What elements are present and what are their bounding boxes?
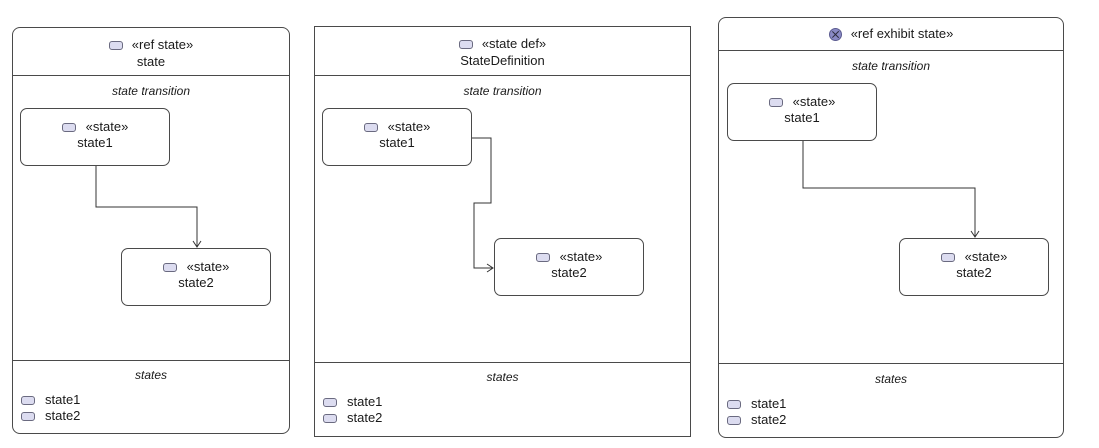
list-item[interactable]: state1 xyxy=(323,394,382,410)
state-icon xyxy=(162,262,177,272)
states-title: states xyxy=(134,368,167,382)
list-item[interactable]: state1 xyxy=(21,392,80,408)
state-def-panel[interactable]: «state def» StateDefinition state transi… xyxy=(314,26,691,437)
node-name: state1 xyxy=(77,135,113,150)
state-icon xyxy=(727,399,741,409)
panel-name: state xyxy=(136,53,166,69)
panel-stereotype: «ref state» xyxy=(131,37,194,52)
state-icon xyxy=(458,39,473,49)
list-item[interactable]: state2 xyxy=(323,410,382,426)
node-stereotype: «state» xyxy=(964,249,1008,264)
section-title: state transition xyxy=(851,59,931,73)
list-item[interactable]: state2 xyxy=(21,408,80,424)
states-list: state1 state2 xyxy=(727,396,786,428)
state-node-state1[interactable]: «state» state1 xyxy=(322,108,472,166)
state-icon xyxy=(323,397,337,407)
list-item-label: state1 xyxy=(45,392,81,407)
state-icon xyxy=(108,40,123,50)
state-node-state2[interactable]: «state» state2 xyxy=(494,238,644,296)
panel-header: «ref exhibit state» xyxy=(719,18,1063,51)
list-item-label: state2 xyxy=(751,412,787,427)
section-divider xyxy=(719,363,1063,364)
node-name: state2 xyxy=(551,265,587,280)
section-title: state transition xyxy=(463,84,542,98)
state-node-state2[interactable]: «state» state2 xyxy=(121,248,271,306)
section-divider xyxy=(13,360,289,361)
exhibit-state-icon xyxy=(828,27,842,41)
node-stereotype: «state» xyxy=(85,119,129,134)
state-icon xyxy=(768,97,783,107)
state-icon xyxy=(363,122,378,132)
list-item-label: state1 xyxy=(751,396,787,411)
node-stereotype: «state» xyxy=(387,119,431,134)
state-icon xyxy=(940,252,955,262)
state-icon xyxy=(21,395,35,405)
states-title: states xyxy=(486,370,519,384)
node-stereotype: «state» xyxy=(792,94,836,109)
transition-edge[interactable] xyxy=(719,18,1065,439)
state-icon xyxy=(727,415,741,425)
transition-edge[interactable] xyxy=(13,28,291,435)
states-list: state1 state2 xyxy=(323,394,382,426)
list-item[interactable]: state1 xyxy=(727,396,786,412)
node-stereotype: «state» xyxy=(186,259,230,274)
panel-name: StateDefinition xyxy=(460,52,545,68)
section-divider xyxy=(315,362,690,363)
panel-stereotype: «state def» xyxy=(481,36,547,51)
state-node-state1[interactable]: «state» state1 xyxy=(20,108,170,166)
ref-exhibit-state-panel[interactable]: «ref exhibit state» state transition «st… xyxy=(718,17,1064,438)
node-name: state1 xyxy=(784,110,820,125)
state-node-state1[interactable]: «state» state1 xyxy=(727,83,877,141)
section-title: state transition xyxy=(111,84,191,98)
state-icon xyxy=(323,413,337,423)
node-name: state1 xyxy=(379,135,415,150)
list-item-label: state2 xyxy=(45,408,81,423)
panel-stereotype: «ref exhibit state» xyxy=(850,26,954,41)
transition-edge[interactable] xyxy=(315,27,692,438)
state-icon xyxy=(21,411,35,421)
states-list: state1 state2 xyxy=(21,392,80,424)
list-item-label: state2 xyxy=(347,410,383,425)
panel-header: «ref state» state xyxy=(13,28,289,76)
state-node-state2[interactable]: «state» state2 xyxy=(899,238,1049,296)
list-item[interactable]: state2 xyxy=(727,412,786,428)
state-icon xyxy=(61,122,76,132)
node-stereotype: «state» xyxy=(559,249,603,264)
list-item-label: state1 xyxy=(347,394,383,409)
ref-state-panel[interactable]: «ref state» state state transition «stat… xyxy=(12,27,290,434)
node-name: state2 xyxy=(956,265,992,280)
panel-header: «state def» StateDefinition xyxy=(315,27,690,76)
states-title: states xyxy=(874,372,907,386)
state-icon xyxy=(535,252,550,262)
node-name: state2 xyxy=(178,275,214,290)
